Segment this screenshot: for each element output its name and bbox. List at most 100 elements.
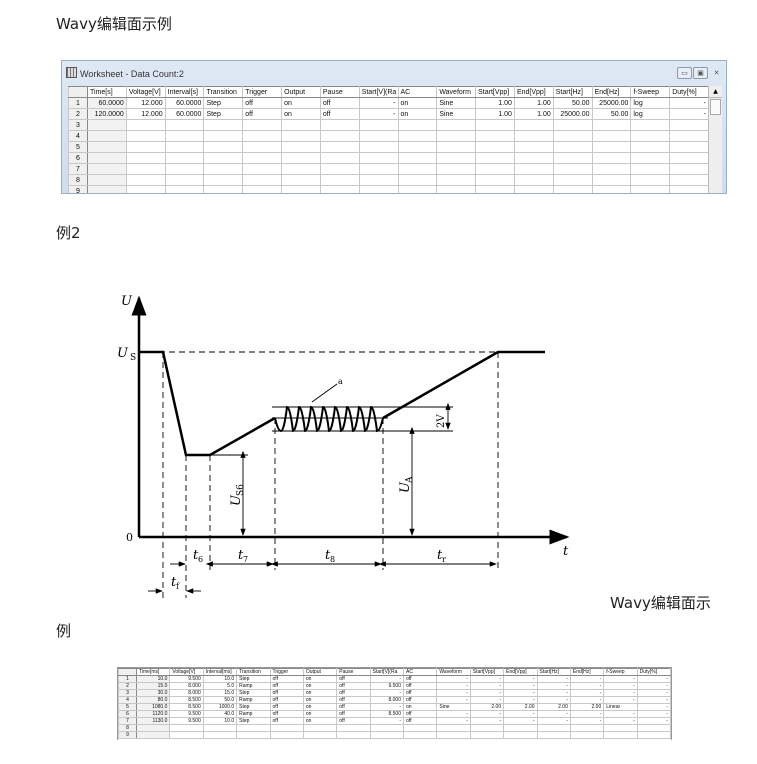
- table-cell[interactable]: 8.000: [169, 689, 204, 697]
- table-cell[interactable]: [475, 152, 515, 164]
- table-cell[interactable]: [319, 141, 360, 153]
- table-cell[interactable]: [469, 731, 505, 739]
- table-cell[interactable]: [125, 130, 166, 142]
- table-cell[interactable]: [552, 185, 593, 193]
- row-number[interactable]: 9: [118, 731, 137, 739]
- table-cell[interactable]: 5.0: [202, 682, 238, 690]
- table-cell[interactable]: [397, 141, 438, 153]
- table-cell[interactable]: [358, 163, 399, 175]
- table-cell[interactable]: [369, 724, 405, 732]
- table-cell[interactable]: [436, 141, 477, 153]
- table-cell[interactable]: -: [436, 682, 471, 690]
- table-cell[interactable]: [319, 174, 360, 186]
- table-cell[interactable]: [603, 731, 638, 739]
- table-cell[interactable]: 30.0: [135, 689, 171, 697]
- row-number[interactable]: 5: [118, 703, 137, 711]
- column-header[interactable]: Start[Hz]: [536, 668, 571, 676]
- table-cell[interactable]: -: [603, 717, 638, 725]
- table-cell[interactable]: [513, 119, 554, 131]
- table-cell[interactable]: [513, 163, 554, 175]
- table-cell[interactable]: -: [503, 696, 538, 704]
- table-cell[interactable]: [281, 185, 321, 193]
- table-cell[interactable]: [436, 174, 477, 186]
- column-header[interactable]: Trigger: [242, 86, 283, 98]
- table-cell[interactable]: [135, 731, 171, 739]
- table-cell[interactable]: [513, 152, 554, 164]
- table-cell[interactable]: [397, 130, 438, 142]
- table-cell[interactable]: [669, 174, 709, 186]
- column-header[interactable]: Voltage[V]: [125, 86, 166, 98]
- table-cell[interactable]: [630, 152, 671, 164]
- column-header[interactable]: Trigger: [269, 668, 304, 676]
- column-header[interactable]: Time[ms]: [135, 668, 171, 676]
- table-cell[interactable]: -: [569, 696, 605, 704]
- table-cell[interactable]: [164, 141, 205, 153]
- table-cell[interactable]: -: [503, 675, 538, 683]
- table-cell[interactable]: [397, 163, 438, 175]
- table-cell[interactable]: 8.500: [169, 696, 204, 704]
- table-cell[interactable]: [552, 141, 593, 153]
- table-cell[interactable]: on: [302, 689, 338, 697]
- table-cell[interactable]: [242, 174, 283, 186]
- table-cell[interactable]: [87, 119, 127, 131]
- table-cell[interactable]: 1.00: [513, 108, 554, 120]
- table-cell[interactable]: -: [369, 717, 405, 725]
- table-cell[interactable]: [169, 724, 204, 732]
- column-header[interactable]: AC: [402, 668, 438, 676]
- table-cell[interactable]: [319, 152, 360, 164]
- table-cell[interactable]: 9.500: [169, 675, 204, 683]
- row-number[interactable]: 4: [68, 130, 88, 142]
- table-cell[interactable]: -: [669, 108, 709, 120]
- table-cell[interactable]: off: [336, 675, 371, 683]
- table-cell[interactable]: [125, 185, 166, 193]
- table-cell[interactable]: -: [636, 689, 671, 697]
- table-cell[interactable]: 60.0000: [164, 97, 205, 109]
- table-cell[interactable]: [203, 130, 244, 142]
- table-cell[interactable]: [125, 141, 166, 153]
- table-cell[interactable]: [402, 731, 438, 739]
- row-number[interactable]: 5: [68, 141, 88, 153]
- row-number[interactable]: 9: [68, 185, 88, 193]
- table-cell[interactable]: [135, 724, 171, 732]
- table-cell[interactable]: [591, 174, 632, 186]
- table-cell[interactable]: [358, 152, 399, 164]
- table-cell[interactable]: [630, 130, 671, 142]
- table-cell[interactable]: 25000.00: [552, 108, 593, 120]
- table-cell[interactable]: [164, 119, 205, 131]
- table-cell[interactable]: [236, 724, 271, 732]
- table-cell[interactable]: [336, 731, 371, 739]
- table-cell[interactable]: [125, 174, 166, 186]
- table-cell[interactable]: 12.000: [125, 108, 166, 120]
- table-cell[interactable]: [319, 163, 360, 175]
- table-cell[interactable]: [397, 174, 438, 186]
- table-cell[interactable]: 1.00: [475, 97, 515, 109]
- table-cell[interactable]: [436, 163, 477, 175]
- table-cell[interactable]: -: [436, 696, 471, 704]
- table-cell[interactable]: [281, 152, 321, 164]
- table-cell[interactable]: -: [503, 689, 538, 697]
- table-cell[interactable]: off: [336, 696, 371, 704]
- table-cell[interactable]: [358, 119, 399, 131]
- table-cell[interactable]: [87, 185, 127, 193]
- table-cell[interactable]: [203, 152, 244, 164]
- table-cell[interactable]: [164, 130, 205, 142]
- table-cell[interactable]: [202, 731, 238, 739]
- table-cell[interactable]: 10.0: [202, 717, 238, 725]
- table-cell[interactable]: [397, 119, 438, 131]
- table-cell[interactable]: [319, 185, 360, 193]
- table-cell[interactable]: -: [469, 717, 505, 725]
- table-cell[interactable]: 9.500: [169, 717, 204, 725]
- table-cell[interactable]: -: [636, 710, 671, 718]
- table-cell[interactable]: [669, 185, 709, 193]
- table-cell[interactable]: 50.00: [591, 108, 632, 120]
- table-cell[interactable]: -: [636, 717, 671, 725]
- column-header[interactable]: Pause: [319, 86, 360, 98]
- column-header[interactable]: Output: [281, 86, 321, 98]
- table-cell[interactable]: -: [436, 689, 471, 697]
- table-cell[interactable]: [87, 163, 127, 175]
- column-header[interactable]: End[Hz]: [591, 86, 632, 98]
- table-cell[interactable]: -: [369, 703, 405, 711]
- table-cell[interactable]: -: [569, 710, 605, 718]
- table-cell[interactable]: -: [536, 689, 571, 697]
- table-cell[interactable]: [475, 130, 515, 142]
